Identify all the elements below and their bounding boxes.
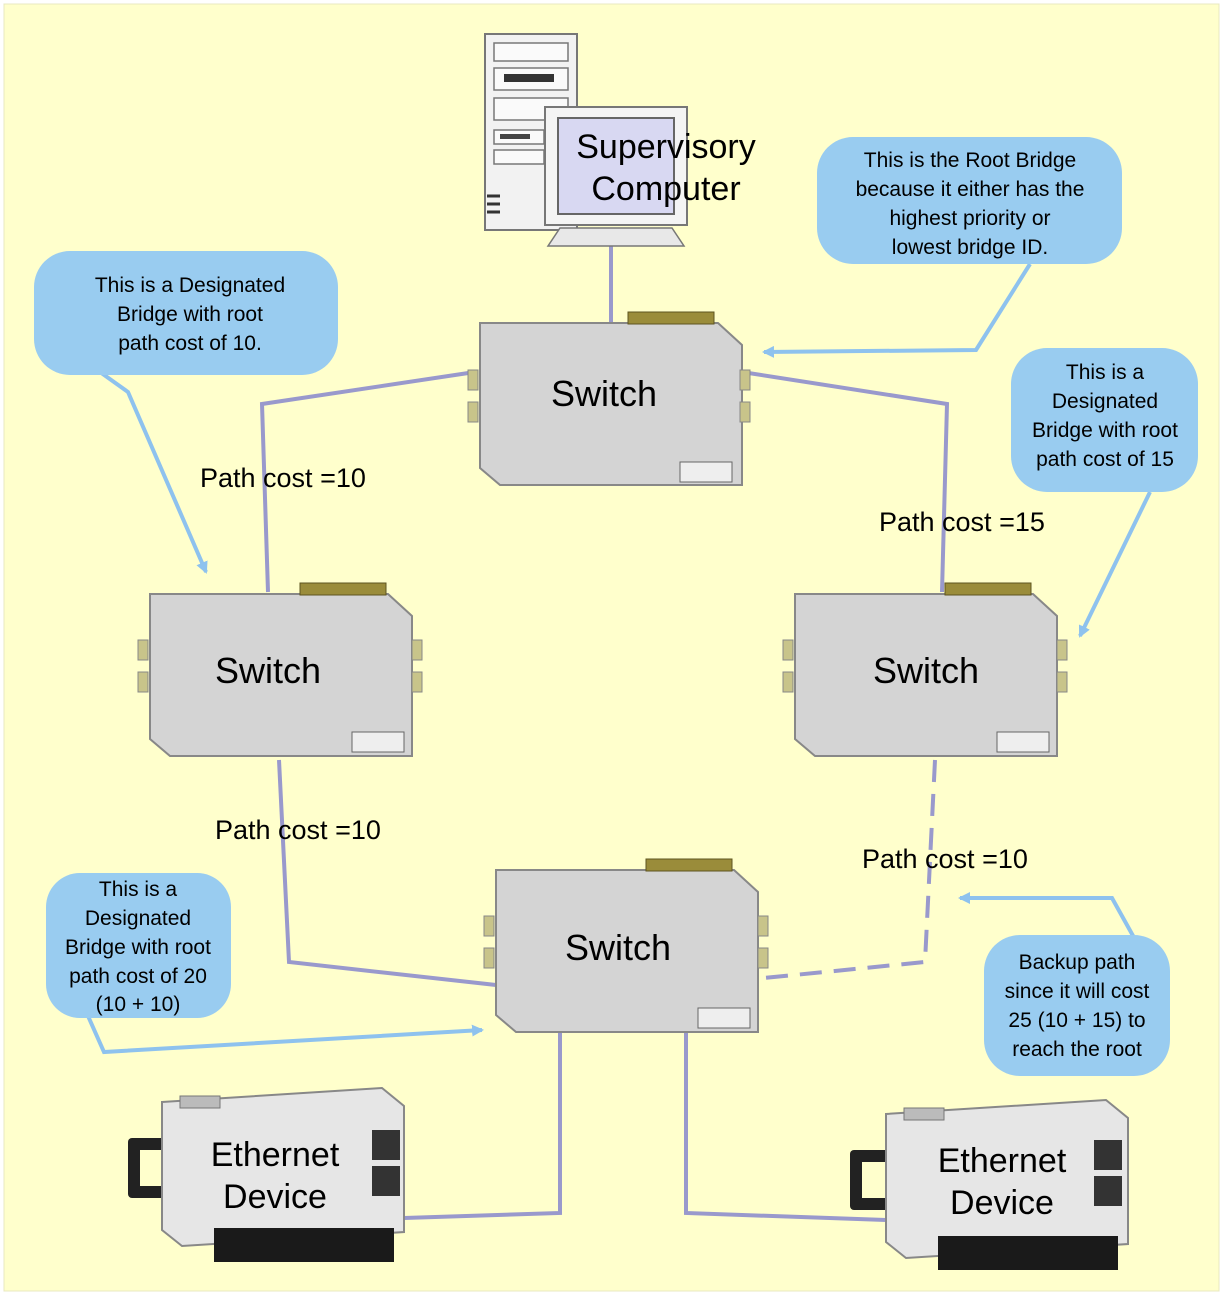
callout-arrows <box>86 262 1152 1055</box>
bubble-bottom-designated-line1: This is a <box>99 878 178 901</box>
bubble-backup-path-line2: since it will cost <box>1005 980 1150 1003</box>
ethernet-device-right-line1: Ethernet <box>938 1142 1067 1180</box>
switch-root-label: Switch <box>551 373 657 414</box>
bubble-left-designated-line2: Bridge with root <box>117 303 263 326</box>
bubble-left-designated-line1: This is a Designated <box>95 274 285 297</box>
path-cost-top-right: Path cost =15 <box>879 507 1045 537</box>
bubble-right-designated-line3: Bridge with root <box>1032 419 1178 442</box>
path-cost-right-bottom: Path cost =10 <box>862 844 1028 874</box>
bubble-right-designated: This is a Designated Bridge with root pa… <box>1011 348 1198 492</box>
computer-label-line2: Computer <box>591 170 740 208</box>
switch-root: Switch <box>467 311 751 486</box>
bubble-left-designated-line3: path cost of 10. <box>118 332 262 355</box>
arrow-left-designated <box>98 370 208 574</box>
bubble-root-bridge: This is the Root Bridge because it eithe… <box>817 137 1122 264</box>
computer-monitor <box>544 106 688 247</box>
link-right-bottom-backup <box>763 759 937 980</box>
ethernet-device-left-line1: Ethernet <box>211 1136 340 1174</box>
arrow-root-bridge <box>762 262 1032 358</box>
supervisory-computer: Supervisory Computer <box>484 33 756 247</box>
network-links <box>259 245 950 1222</box>
bubble-bottom-designated-line5: (10 + 10) <box>96 993 181 1016</box>
bubble-root-bridge-line2: because it either has the <box>856 178 1085 201</box>
link-left-bottom <box>277 759 497 987</box>
ethernet-device-right: Ethernet Device <box>850 1098 1129 1270</box>
path-cost-left-bottom: Path cost =10 <box>215 815 381 845</box>
bubble-backup-path: Backup path since it will cost 25 (10 + … <box>984 935 1170 1076</box>
arrow-right-designated <box>1078 491 1152 638</box>
bubble-bottom-designated-line4: path cost of 20 <box>69 965 207 988</box>
path-cost-top-left: Path cost =10 <box>200 463 366 493</box>
switch-bottom-label: Switch <box>565 927 671 968</box>
ethernet-device-left: Ethernet Device <box>128 1086 405 1262</box>
computer-label-line1: Supervisory <box>576 128 756 166</box>
bubble-right-designated-line4: path cost of 15 <box>1036 448 1174 471</box>
ethernet-device-left-line2: Device <box>223 1178 327 1216</box>
switch-left: Switch <box>137 582 423 757</box>
link-bottom-device-right <box>684 1033 887 1222</box>
bubble-right-designated-line2: Designated <box>1052 390 1158 413</box>
bubble-left-designated: This is a Designated Bridge with root pa… <box>34 251 338 375</box>
bubble-right-designated-line1: This is a <box>1066 361 1145 384</box>
switch-bottom: Switch <box>483 858 769 1033</box>
bubble-backup-path-line1: Backup path <box>1019 951 1136 974</box>
switch-right: Switch <box>782 582 1068 757</box>
link-root-right <box>741 370 950 593</box>
bubble-backup-path-line3: 25 (10 + 15) to <box>1008 1009 1145 1032</box>
link-root-left <box>259 370 476 593</box>
bubble-root-bridge-line1: This is the Root Bridge <box>864 149 1076 172</box>
bubble-root-bridge-line3: highest priority or <box>889 207 1050 230</box>
ethernet-device-right-line2: Device <box>950 1184 1054 1222</box>
switch-left-label: Switch <box>215 650 321 691</box>
bubble-backup-path-line4: reach the root <box>1012 1038 1142 1061</box>
switch-right-label: Switch <box>873 650 979 691</box>
bubble-root-bridge-line4: lowest bridge ID. <box>892 236 1048 259</box>
link-bottom-device-left <box>403 1033 562 1220</box>
arrow-backup-path <box>958 892 1144 953</box>
bubble-bottom-designated: This is a Designated Bridge with root pa… <box>46 873 231 1018</box>
arrow-bottom-designated <box>86 1015 484 1055</box>
bubble-bottom-designated-line2: Designated <box>85 907 191 930</box>
bubble-bottom-designated-line3: Bridge with root <box>65 936 211 959</box>
